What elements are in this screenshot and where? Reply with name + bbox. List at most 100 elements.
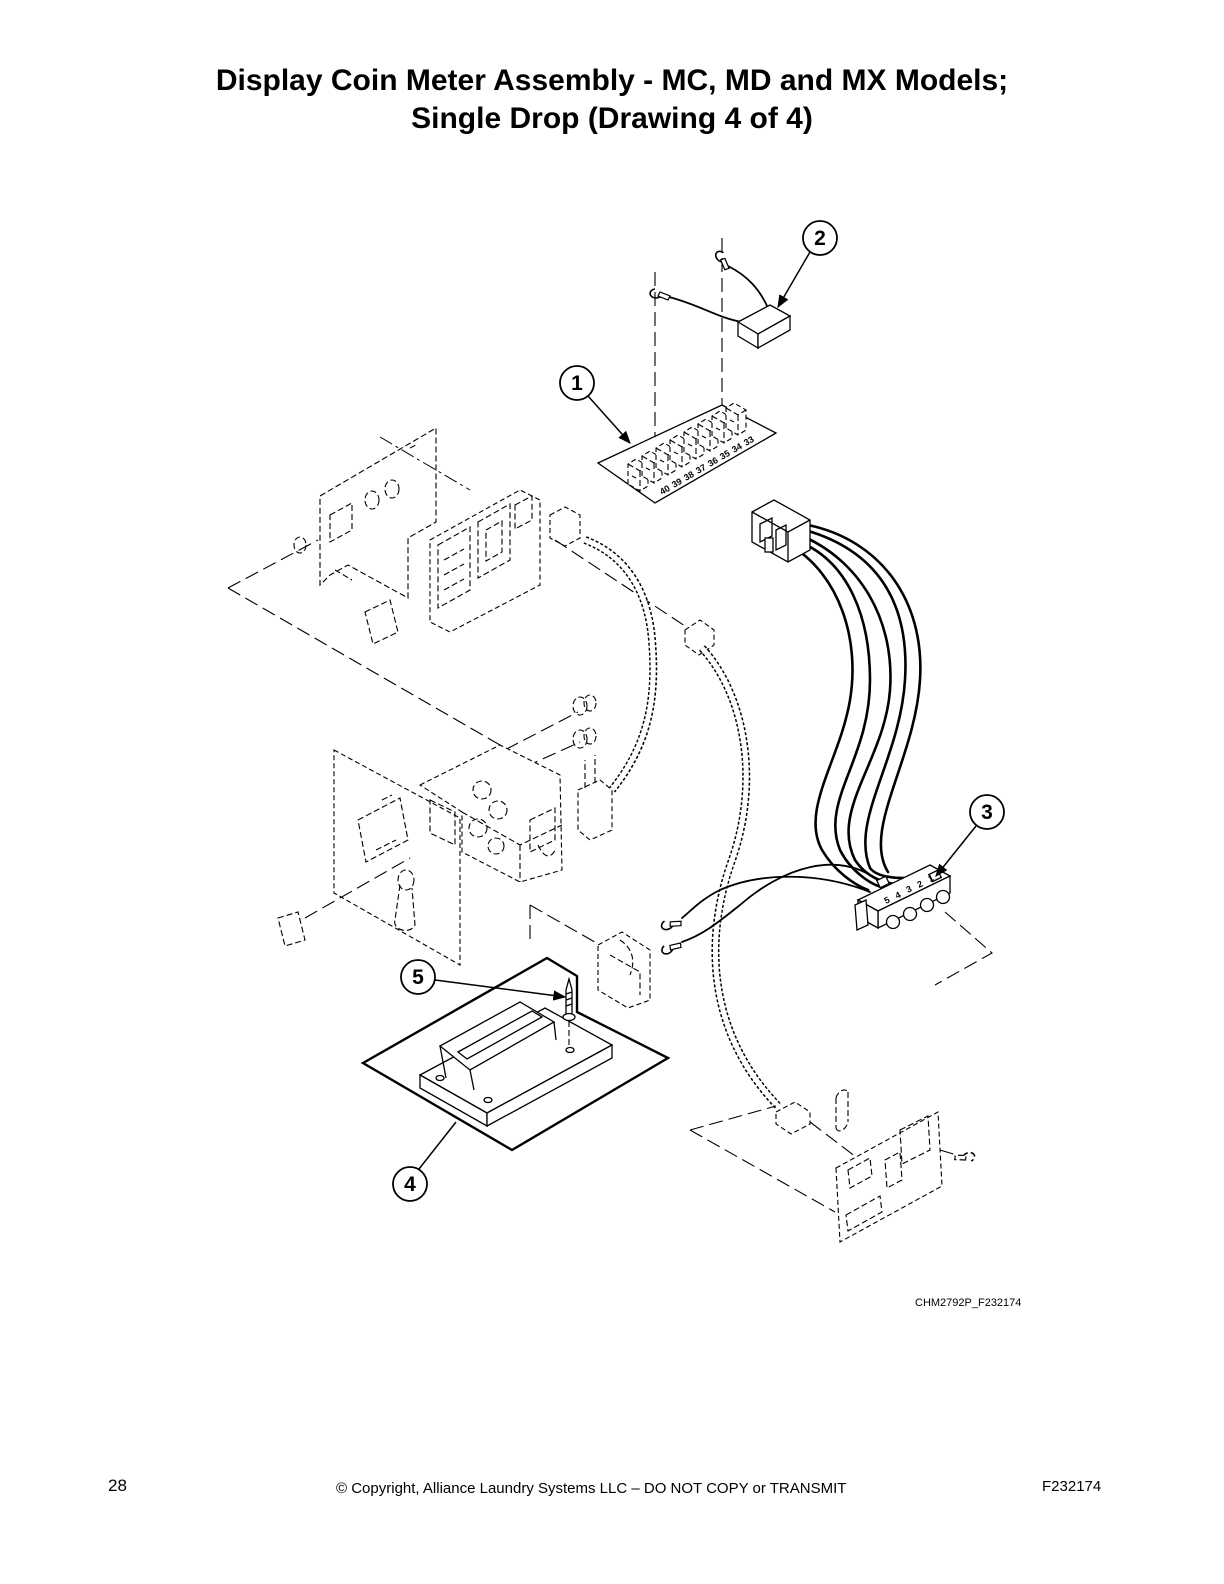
long-dash-line [554, 539, 689, 629]
interface-board [835, 1111, 943, 1243]
leader-line [434, 979, 567, 1001]
washer-icon [384, 479, 400, 499]
callout-4: 4 [392, 1121, 457, 1202]
callout-5: 5 [400, 959, 567, 1001]
page-title-line-1: Display Coin Meter Assembly - MC, MD and… [215, 64, 1009, 97]
leader-line [777, 251, 811, 309]
fuse-icon [835, 1089, 849, 1132]
coin-meter-wheel [488, 800, 508, 820]
mounting-hole [483, 1096, 493, 1104]
callout-number: 1 [571, 372, 583, 395]
harness-wire [803, 528, 907, 880]
callout-circle [559, 365, 595, 401]
long-dash-line [304, 857, 411, 919]
center-line [379, 436, 471, 491]
terminal-number: 37 [694, 462, 708, 476]
reference-wire-harness-1 [583, 536, 658, 793]
harness-wire [681, 875, 871, 919]
connector-pin-number: 4 [893, 890, 902, 901]
interface-board-components [845, 1115, 931, 1232]
board-connector [549, 506, 581, 547]
connector-pin-number: 1 [926, 873, 935, 884]
terminal-number: 38 [682, 469, 696, 483]
suppressor-body-right [757, 314, 791, 350]
mounting-hole [565, 1046, 575, 1054]
terminal-number: 34 [730, 441, 744, 455]
part-3-wire-harness: 5 4 3 2 1 [659, 499, 993, 986]
terminal-block [725, 402, 747, 436]
document-id: F232174 [1042, 1478, 1102, 1495]
callout-number: 5 [412, 966, 424, 989]
terminal-number: 40 [658, 483, 672, 497]
harness-wire [788, 543, 870, 892]
screw-shank [565, 976, 573, 1015]
long-dash-line [939, 1149, 961, 1157]
screw-head [562, 1012, 576, 1022]
ring-terminal-icon [659, 936, 684, 959]
callout-circle [802, 220, 838, 256]
harness-wire [793, 538, 887, 890]
bracket-detail [329, 443, 419, 581]
part-2-suppressor [649, 248, 792, 350]
washer-icon [364, 490, 380, 510]
suppressor-wire [727, 265, 769, 309]
meter-switch [577, 779, 613, 841]
coin-meter-housing [418, 744, 563, 883]
harness-top-connector [751, 499, 811, 563]
coin-meter-wheel [487, 837, 505, 855]
page-title-line-2: Single Drop (Drawing 4 of 4) [411, 102, 813, 135]
coin-meter-detail [429, 799, 563, 882]
suppressor-wire [668, 296, 743, 323]
ring-terminal-icon [659, 914, 684, 935]
terminal-number: 35 [718, 448, 732, 462]
copyright-notice: © Copyright, Alliance Laundry Systems LL… [336, 1480, 847, 1497]
washer-icon [572, 729, 588, 749]
harness-wire [806, 523, 922, 874]
callout-circle [969, 794, 1005, 830]
harness-connector [775, 1101, 811, 1135]
part-1-terminal-strip: 40 39 38 37 36 35 34 33 [596, 238, 778, 504]
long-dash-line [227, 587, 501, 746]
leader-line [935, 825, 977, 878]
connector-pin [935, 889, 951, 905]
label-plate [364, 599, 399, 645]
reference-parts-lower-right [689, 1089, 977, 1243]
kit-flap-slot [456, 1010, 544, 1060]
washer-icon [293, 536, 307, 554]
callout-circle [392, 1166, 428, 1202]
harness-wire [798, 533, 897, 886]
coin-meter-wheel [468, 818, 488, 838]
coin-switch [597, 931, 651, 1009]
control-board-components [437, 495, 533, 609]
long-dash-line [529, 904, 601, 946]
callout-number: 2 [814, 227, 826, 250]
washer-icon [572, 696, 588, 716]
control-board [429, 489, 541, 633]
display-board [357, 794, 409, 863]
part-4-kit [360, 956, 671, 1152]
kit-flap-hinge [439, 1021, 557, 1091]
reference-parts-upper-left [227, 427, 689, 746]
kit-outline [360, 956, 671, 1152]
connector-pin-number: 2 [915, 879, 924, 890]
washer-icon [583, 694, 597, 712]
callout-number: 4 [404, 1173, 416, 1196]
connector-pin-number: 3 [904, 884, 913, 895]
kit-base-right [486, 1043, 613, 1128]
terminal-number: 39 [670, 476, 684, 490]
mounting-hole [435, 1074, 445, 1082]
long-dash-line [689, 1129, 836, 1213]
page-number: 28 [108, 1476, 127, 1495]
part-5-screw [562, 976, 576, 1047]
connector-pin [885, 914, 901, 930]
harness-connector [684, 619, 715, 656]
actuator-knob [397, 869, 415, 891]
callout-1: 1 [559, 365, 631, 444]
ring-terminal-icon [649, 288, 671, 301]
small-label-tag [277, 911, 306, 947]
meter-switch-leads [584, 755, 596, 788]
terminal-number: 33 [742, 434, 756, 448]
callout-number: 3 [981, 801, 993, 824]
long-dash-line [689, 1105, 777, 1131]
